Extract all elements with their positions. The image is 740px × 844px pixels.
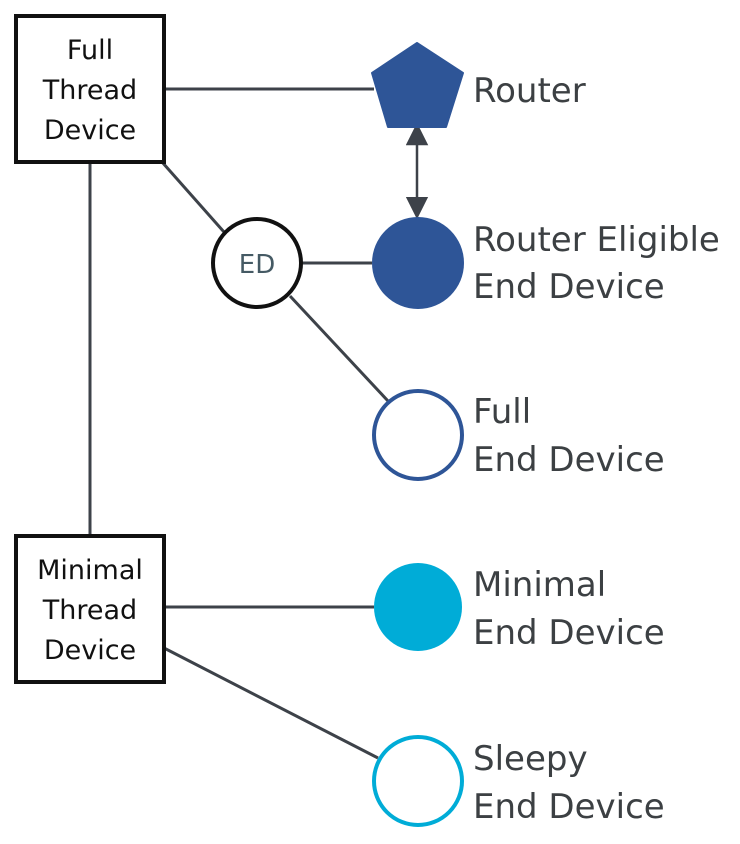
full-thread-device-box: Full Thread Device bbox=[14, 14, 166, 164]
full-thread-device-line-1: Full bbox=[67, 35, 113, 66]
med-label-line-2: End Device bbox=[473, 613, 665, 653]
end-device-hub: ED bbox=[211, 217, 303, 309]
reed-filled-circle-icon bbox=[372, 217, 464, 309]
minimal-thread-device-line-1: Minimal bbox=[37, 555, 143, 586]
sed-outline-circle-icon bbox=[372, 735, 464, 827]
connector-ed-to-fed bbox=[288, 294, 390, 403]
reed-label-line-2: End Device bbox=[473, 267, 665, 307]
connector-minimal-to-sed bbox=[163, 646, 379, 760]
full-thread-device-line-2: Thread bbox=[42, 75, 137, 106]
fed-outline-circle-icon bbox=[372, 389, 464, 481]
minimal-thread-device-box: Minimal Thread Device bbox=[14, 534, 166, 684]
minimal-thread-device-line-2: Thread bbox=[42, 595, 137, 626]
sed-label-line-2: End Device bbox=[473, 787, 665, 827]
sed-label-line-1: Sleepy bbox=[473, 739, 588, 779]
med-label-line-1: Minimal bbox=[473, 565, 606, 605]
med-filled-circle-icon bbox=[374, 563, 462, 651]
router-pentagon-icon bbox=[371, 42, 464, 128]
end-device-hub-label: ED bbox=[239, 250, 275, 280]
router-label: Router bbox=[473, 71, 586, 111]
reed-label-line-1: Router Eligible bbox=[473, 220, 720, 260]
minimal-thread-device-line-3: Device bbox=[44, 635, 136, 666]
fed-label-line-1: Full bbox=[473, 392, 531, 432]
fed-label-line-2: End Device bbox=[473, 440, 665, 480]
connector-full-to-ed bbox=[160, 161, 226, 233]
full-thread-device-line-3: Device bbox=[44, 115, 136, 146]
